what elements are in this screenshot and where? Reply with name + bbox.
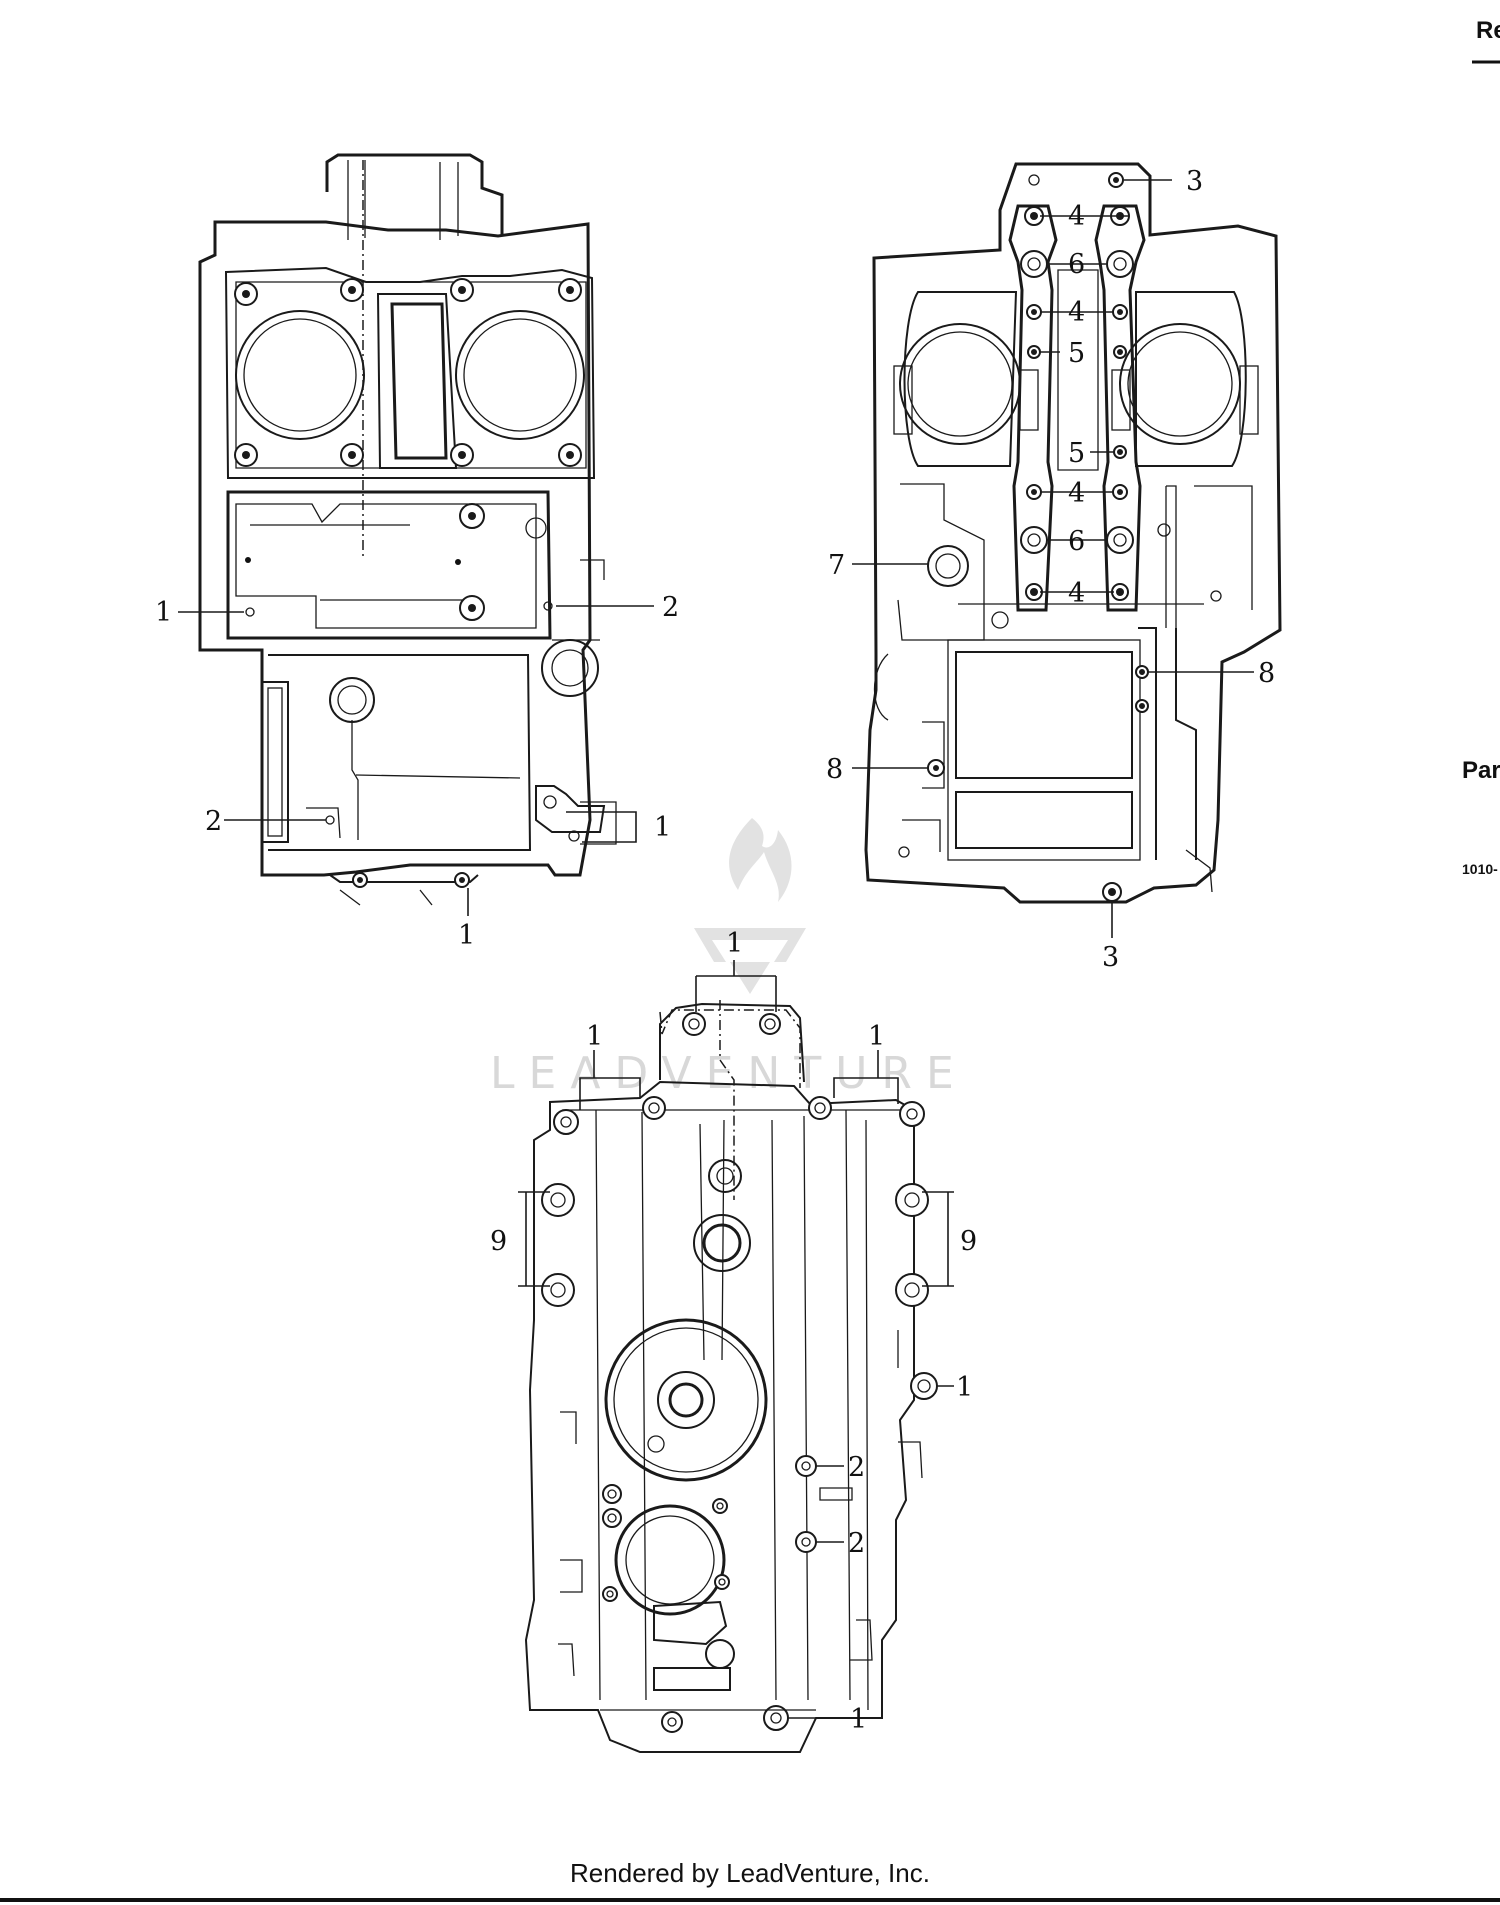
callout-upper-right-3a: 3 [1186,166,1203,197]
upper-left-crankcase-view: 1 2 2 1 1 [155,153,679,951]
callout-upper-left-2a: 2 [662,592,679,623]
callout-bottom-1-top: 1 [726,928,743,959]
callout-bottom-1-low: 1 [850,1704,867,1735]
callout-upper-right-4d: 4 [1068,578,1085,609]
bottom-crankcase-view: 1 1 1 9 9 1 2 2 1 [490,928,977,1753]
callout-upper-left-1b: 1 [654,812,671,843]
callout-upper-left-2b: 2 [205,806,222,837]
header-corner-text: Re [1476,17,1500,44]
callout-upper-right-6b: 6 [1068,526,1085,557]
footer-credit: Rendered by LeadVenture, Inc. [570,1858,930,1888]
footer-rule [0,1898,1500,1902]
watermark-text: LEADVENTURE [490,1048,968,1099]
upper-right-crankcase-view: 3 4 6 4 5 5 4 6 4 7 8 8 3 [826,162,1282,973]
callout-bottom-9-right: 9 [960,1226,977,1257]
callout-upper-left-1c: 1 [458,920,475,951]
callout-upper-right-8b: 8 [826,754,843,785]
callout-upper-right-7: 7 [828,550,845,581]
side-code: 1010- [1462,861,1498,877]
callout-upper-right-8a: 8 [1258,658,1275,689]
callout-bottom-9-left: 9 [490,1226,507,1257]
callout-upper-right-6a: 6 [1068,249,1085,280]
callout-bottom-1-side: 1 [956,1372,973,1403]
callout-bottom-2b: 2 [848,1528,865,1559]
callout-upper-right-5a: 5 [1068,338,1085,369]
callout-upper-right-4a: 4 [1068,201,1085,232]
callout-bottom-1-right: 1 [868,1021,885,1052]
callout-upper-right-4c: 4 [1068,478,1085,509]
callout-bottom-1-left: 1 [586,1021,603,1052]
callout-upper-left-1a: 1 [155,597,172,628]
callout-bottom-2a: 2 [848,1452,865,1483]
side-label: Par [1462,757,1500,784]
watermark: LEADVENTURE [490,818,968,1099]
header-corner: Re [1472,17,1500,64]
callout-upper-right-3b: 3 [1102,942,1119,973]
callout-upper-right-5b: 5 [1068,438,1085,469]
callout-upper-right-4b: 4 [1068,297,1085,328]
